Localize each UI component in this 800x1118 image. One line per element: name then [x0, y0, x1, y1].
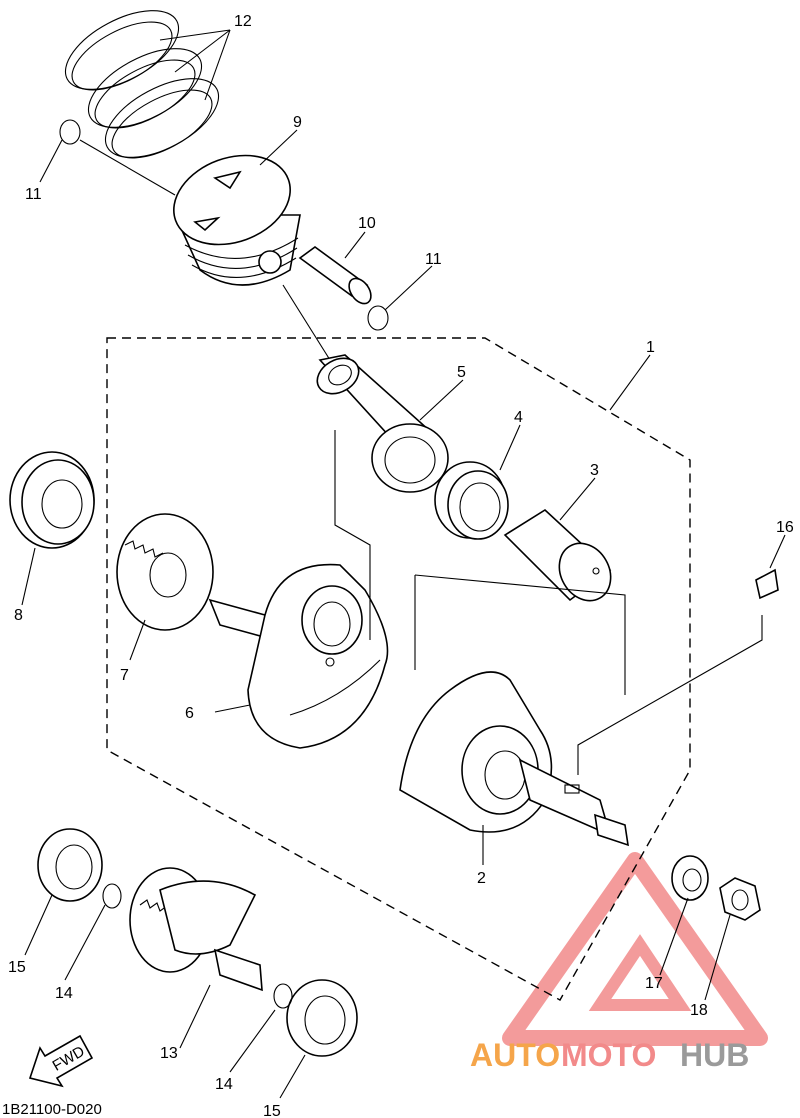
circlip-right — [367, 305, 389, 331]
crankshaft-assembly-boundary — [106, 337, 691, 1001]
callout-16: 16 — [776, 519, 794, 536]
callout-12: 12 — [234, 13, 252, 30]
needle-bearing — [434, 461, 509, 540]
bearing-left — [9, 451, 95, 549]
watermark-auto: AUTO — [470, 1037, 560, 1073]
callout-18: 18 — [690, 1002, 708, 1019]
crank-pin — [503, 508, 612, 602]
callout-3: 3 — [590, 462, 599, 479]
nut — [719, 877, 761, 921]
callout-8: 8 — [14, 607, 23, 624]
bearing-lower-right — [286, 979, 358, 1057]
woodruff-key — [755, 568, 779, 600]
piston — [173, 154, 301, 286]
callout-7: 7 — [120, 667, 129, 684]
circlip-upper — [59, 119, 81, 145]
watermark-text: AUTO MOTO HUB — [470, 1037, 749, 1073]
primary-drive-gear — [116, 513, 214, 631]
circlip-lower-left — [102, 883, 122, 909]
watermark-hub: HUB — [680, 1037, 749, 1073]
callout-13: 13 — [160, 1045, 178, 1062]
washer — [671, 855, 709, 901]
callout-17: 17 — [645, 975, 663, 992]
watermark-moto: MOTO — [561, 1037, 656, 1073]
diagram-code: 1B21100-D020 — [2, 1101, 102, 1118]
callout-2: 2 — [477, 870, 486, 887]
forward-arrow-icon: FWD — [28, 1034, 94, 1088]
callout-15-right: 15 — [263, 1103, 281, 1118]
callout-11-upper: 11 — [25, 186, 42, 203]
callout-9: 9 — [293, 114, 302, 131]
piston-pin — [298, 246, 372, 305]
crank-web-right — [399, 671, 629, 847]
crank-web-left — [208, 563, 389, 749]
callout-11-right: 11 — [425, 251, 442, 268]
callout-10: 10 — [358, 215, 376, 232]
circlip-lower-right — [273, 983, 293, 1009]
callout-14-left: 14 — [55, 985, 73, 1002]
callout-1: 1 — [646, 339, 655, 356]
piston-rings — [64, 10, 220, 159]
callout-14-right: 14 — [215, 1076, 233, 1093]
callout-4: 4 — [514, 409, 523, 426]
balancer-shaft — [129, 867, 263, 992]
callout-6: 6 — [185, 705, 194, 722]
callout-15-left: 15 — [8, 959, 26, 976]
callout-5: 5 — [457, 364, 466, 381]
bearing-lower-left — [37, 828, 103, 902]
leader-lines — [21, 29, 786, 1099]
connecting-rod — [316, 354, 449, 493]
